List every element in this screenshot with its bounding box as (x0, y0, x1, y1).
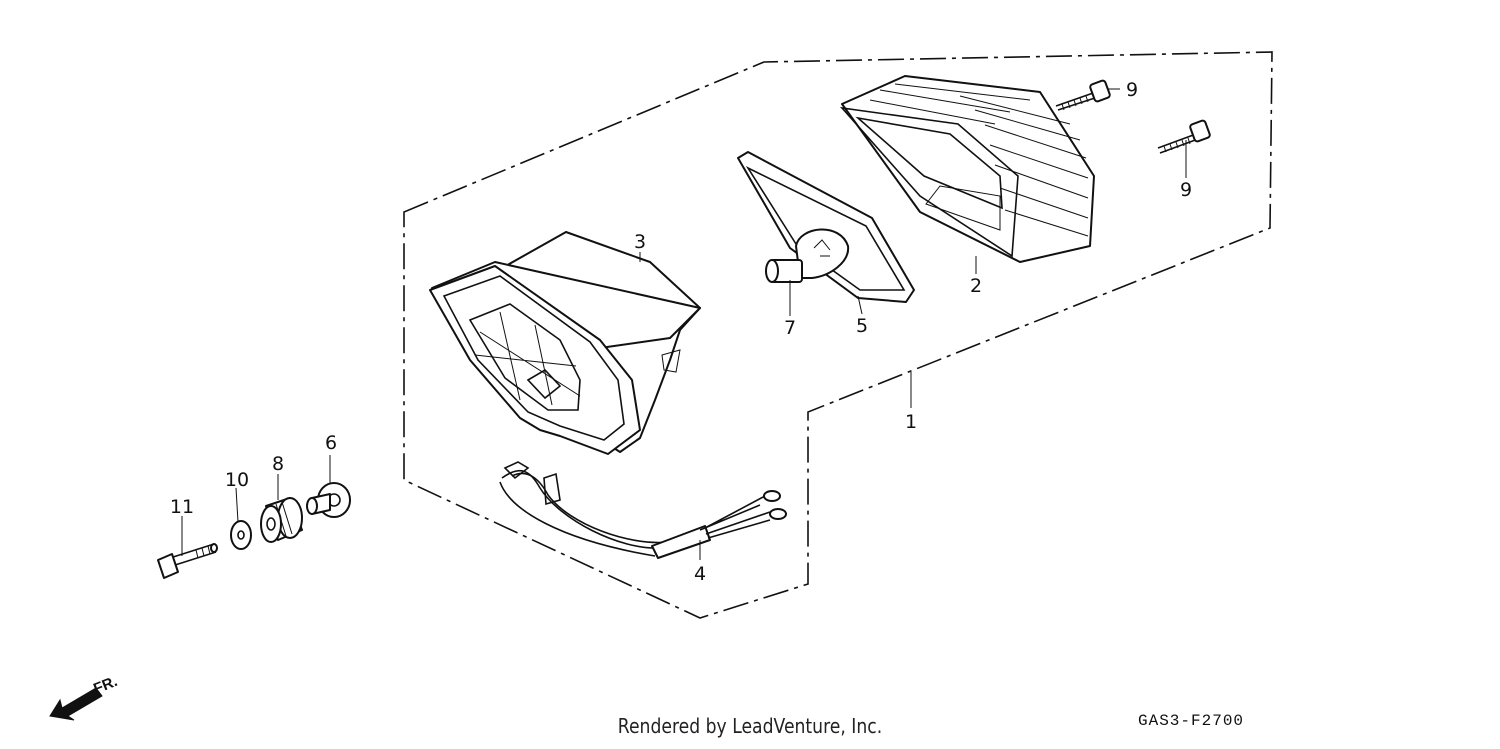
part-11-bolt (157, 543, 218, 579)
callout-4: 4 (694, 563, 706, 585)
arrow-left-down-icon (49, 687, 103, 721)
callout-8: 8 (272, 453, 284, 475)
part-5-gasket (737, 151, 915, 303)
part-4-wire-harness (499, 461, 787, 559)
footer-credit: Rendered by LeadVenture, Inc. (617, 714, 883, 738)
front-marker: FR. (91, 673, 120, 698)
callout-7: 7 (784, 317, 796, 339)
callout-6: 6 (325, 432, 337, 454)
leader-lines (181, 88, 1187, 560)
callout-1: 1 (905, 411, 917, 433)
callout-10: 10 (225, 469, 249, 491)
part-9-screw-top (1055, 79, 1111, 111)
part-3-housing (429, 231, 701, 455)
part-2-lens (839, 75, 1095, 263)
callout-9-top: 9 (1126, 79, 1138, 101)
part-9-screw-right (1157, 119, 1211, 154)
diagram-code: GAS3-F2700 (1138, 712, 1245, 730)
assembly-boundary (403, 51, 1273, 619)
callout-2: 2 (970, 275, 982, 297)
callout-9-right: 9 (1180, 179, 1192, 201)
callout-3: 3 (634, 231, 646, 253)
part-8-grommet (260, 497, 303, 543)
part-6-collar (306, 482, 351, 518)
part-7-bulb (765, 228, 850, 283)
callout-11: 11 (170, 496, 194, 518)
part-10-washer (230, 520, 252, 550)
callout-5: 5 (856, 315, 868, 337)
